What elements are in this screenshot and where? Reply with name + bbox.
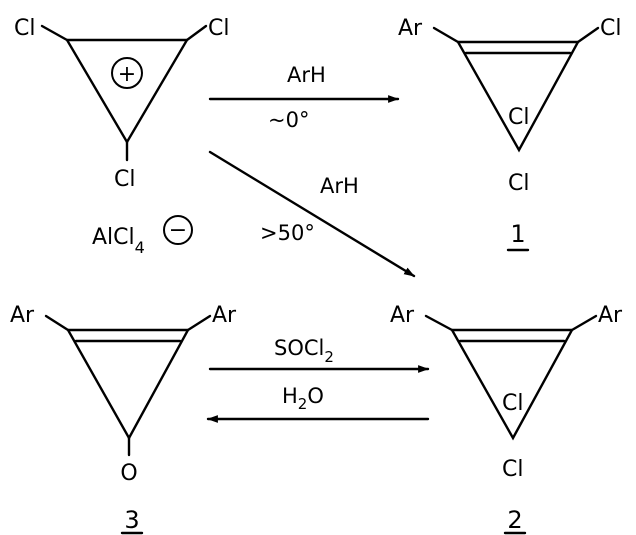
trichlorocyclopropenium-cation: Cl Cl Cl + AlCl4 − [14,16,229,257]
compound-2: Ar Ar Cl Cl 2 [390,303,623,535]
ar-label: Ar [598,303,623,328]
cyclopropene-ring [449,328,575,441]
compound-number: 2 [507,506,522,534]
negative-charge-circle [163,215,193,245]
cl-label: Cl [208,16,229,41]
positive-charge-circle [111,57,143,89]
cl-label: Cl [508,171,529,196]
bond-cl-right [185,24,208,42]
svg-text:AlCl4: AlCl4 [92,225,145,257]
arrow-to-compound-1: ArH ~0° [208,63,400,132]
reaction-arrow [208,150,416,278]
bond-ar-left [424,314,454,332]
cyclopropene-ring [64,38,190,145]
arrow-to-compound-2: ArH >50° [208,150,416,278]
bond-ar-right [186,314,212,332]
oxygen-label: O [120,461,137,486]
arrow-2-to-3: H2O [206,384,430,423]
reagent-subscript: 2 [298,395,308,413]
tetrachloroaluminate-counterion: AlCl4 − [92,215,193,257]
cl-label: Cl [600,16,621,41]
compound-1: Ar Cl Cl Cl 1 [398,16,621,252]
bond-ar [432,26,460,44]
positive-charge-sign: + [118,62,136,87]
reagent-label: H [282,384,298,408]
reagent-suffix: O [307,384,324,408]
cyclopropene-ring [65,328,191,441]
ar-label: Ar [212,303,237,328]
condition-label: ~0° [268,108,309,132]
ar-label: Ar [398,16,423,41]
ar-label: Ar [390,303,415,328]
svg-text:SOCl2: SOCl2 [274,336,334,366]
reagent-label: ArH [287,63,326,87]
cyclopropene-ring [455,40,581,153]
compound-number: 3 [124,506,139,534]
cl-label: Cl [502,391,523,416]
condition-label: >50° [260,221,315,245]
bond-ar-left [44,314,70,332]
compound-number: 1 [510,220,525,248]
reagent-subscript: 2 [324,348,334,366]
reagent-label: ArH [320,174,359,198]
cl-label: Cl [14,16,35,41]
negative-charge-sign: − [169,218,187,243]
bond-cl-left [40,24,69,42]
svg-text:H2O: H2O [282,384,324,413]
cl-label: Cl [508,105,529,130]
arrow-3-to-2: SOCl2 [208,336,430,373]
cl-label: Cl [114,167,135,192]
ar-label: Ar [10,303,35,328]
reagent-label: SOCl [274,336,324,360]
counterion-formula: AlCl [92,225,135,250]
bond-cl [576,26,600,44]
bond-ar-right [570,314,598,332]
counterion-subscript: 4 [135,238,145,257]
compound-3: Ar Ar O 3 [10,303,237,535]
cl-label: Cl [502,457,523,482]
